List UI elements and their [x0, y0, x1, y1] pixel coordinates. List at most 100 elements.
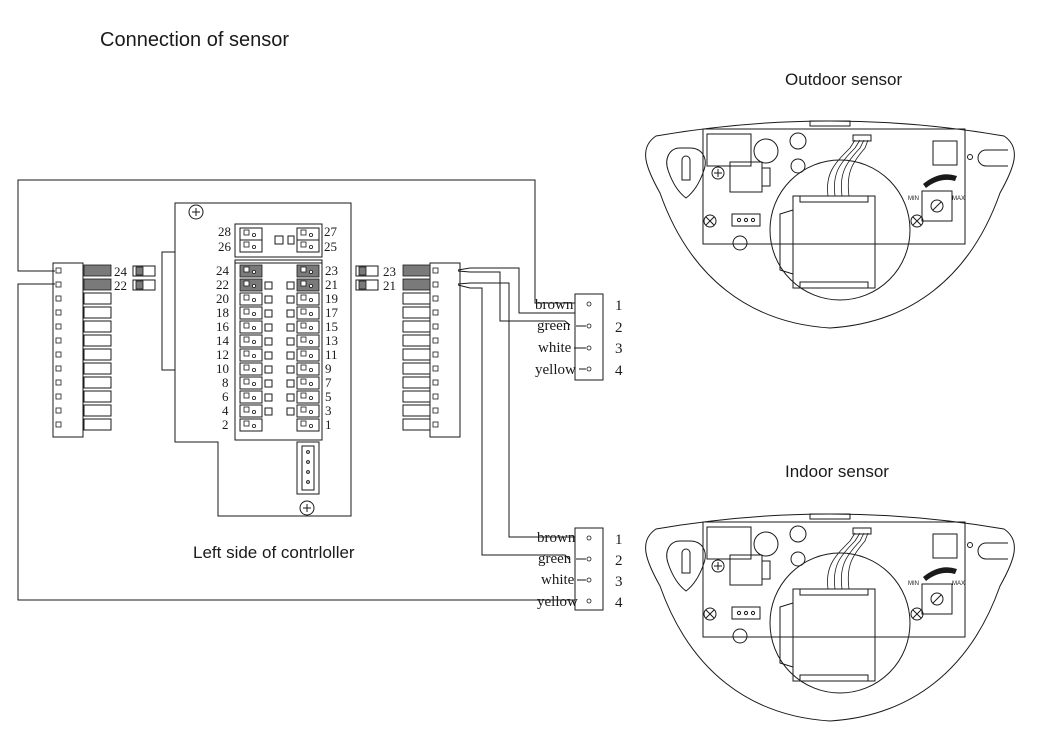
outdoor-wire-label-green: green: [537, 318, 571, 334]
indoor-terminal-3: [586, 577, 592, 583]
board-pin-right-contact: [308, 423, 313, 428]
left-terminal-slot: [83, 404, 112, 417]
board-pin-26: [239, 239, 263, 253]
left-terminal-screw: [55, 323, 62, 330]
board-pin-left: [239, 404, 263, 418]
left-terminal-slot: [83, 292, 112, 305]
board-pin-left: [239, 362, 263, 376]
board-pin-left-notch: [243, 322, 250, 329]
indoor-terminal-number-1: 1: [615, 532, 623, 548]
left-terminal-slot: [83, 306, 112, 319]
board-pin-left-contact: [251, 353, 256, 358]
board-pin-left-notch: [243, 364, 250, 371]
right-terminal-screw: [432, 379, 439, 386]
board-number-25: 25: [324, 239, 337, 254]
board-pin-right-contact: [308, 381, 313, 386]
right-terminal-slot: [402, 348, 431, 361]
board-mid-pad-right: [286, 379, 295, 388]
right-terminal-slot: [402, 376, 431, 389]
controller-caption: Left side of contrloller: [193, 543, 355, 562]
board-pin-left-contact: [251, 325, 256, 330]
board-pin-right-contact: [308, 367, 313, 372]
right-terminal-screw: [432, 309, 439, 316]
board-pin-right: [296, 278, 320, 292]
indoor-terminal-4: [586, 598, 592, 604]
board-pin-28-notch: [243, 229, 250, 236]
board-pin-left-notch: [243, 350, 250, 357]
right-terminal-screw: [432, 295, 439, 302]
left-connector-label-24: 24: [114, 264, 128, 279]
board-number-left: 14: [216, 333, 230, 348]
left-terminal-screw: [55, 407, 62, 414]
jumper-23-fill: [358, 266, 367, 276]
board-pin-left: [239, 278, 263, 292]
board-pin-right: [296, 390, 320, 404]
left-terminal-screw: [55, 337, 62, 344]
screw-bottom-cross: [303, 504, 311, 512]
board-pin-25-notch: [300, 241, 307, 248]
board-number-left: 20: [216, 291, 229, 306]
board-pin-right-notch: [300, 280, 307, 287]
right-terminal-screw: [432, 365, 439, 372]
left-terminal-screw: [55, 379, 62, 386]
board-mid-pad-left: [264, 407, 273, 416]
left-strip-body: [52, 262, 84, 438]
board-pin-left-contact: [251, 339, 256, 344]
board-center-pad-2: [287, 235, 295, 245]
outdoor-terminal-number-3: 3: [615, 341, 623, 357]
board-mid-pad-right: [286, 337, 295, 346]
board-pin-left-notch: [243, 266, 250, 273]
right-jumper-group: 23 21: [355, 264, 396, 293]
board-number-right: 5: [325, 389, 332, 404]
board-mid-pad-right: [286, 407, 295, 416]
left-terminal-screw: [55, 281, 62, 288]
board-pin-left-notch: [243, 392, 250, 399]
left-terminal-strip: [52, 262, 112, 438]
indoor-terminal-2: [586, 556, 592, 562]
outdoor-terminal-number-1: 1: [615, 298, 623, 314]
board-mid-pad-left: [264, 337, 273, 346]
board-pin-right: [296, 306, 320, 320]
wires: [17, 179, 579, 601]
board-mid-pad-left: [264, 309, 273, 318]
board-pin-right-notch: [300, 294, 307, 301]
outdoor-sensor-title: Outdoor sensor: [785, 70, 903, 89]
board-pin-left-contact: [251, 409, 256, 414]
left-terminal-screw: [55, 267, 62, 274]
right-terminal-slot: [402, 418, 431, 431]
right-terminal-slot: [402, 292, 431, 305]
wire-outdoor-brown: [17, 179, 579, 304]
board-pin-right-contact: [308, 339, 313, 344]
board-number-right: 21: [325, 277, 338, 292]
board-pin-right-contact: [308, 297, 313, 302]
indoor-wire-label-brown: brown: [537, 530, 576, 546]
board-pin-left-contact: [251, 395, 256, 400]
right-terminal-strip: [402, 262, 461, 438]
board-pin-27-notch: [300, 229, 307, 236]
board-pin-left: [239, 418, 263, 432]
indoor-terminal-block: brown green white yellow 1 2 3 4: [537, 527, 623, 611]
board-number-right: 1: [325, 417, 332, 432]
indoor-terminal-number-2: 2: [615, 553, 623, 569]
board-mid-pad-left: [264, 351, 273, 360]
left-terminal-screw: [55, 351, 62, 358]
board-mid-pad-left: [264, 295, 273, 304]
board-pin-left-notch: [243, 406, 250, 413]
board-pin-26-contact: [251, 244, 256, 249]
board-number-left: 4: [222, 403, 229, 418]
right-terminal-screw: [432, 337, 439, 344]
board-number-left: 2: [222, 417, 229, 432]
board-pin-left-contact: [251, 367, 256, 372]
indoor-min-label: MIN: [908, 581, 919, 587]
right-terminal-slot: [402, 404, 431, 417]
left-terminal-screw: [55, 365, 62, 372]
board-number-right: 9: [325, 361, 332, 376]
outdoor-sensor-body: [645, 120, 1015, 329]
board-pin-right: [296, 264, 320, 278]
jumper-21: [355, 279, 379, 291]
connector-pin-3: [306, 470, 310, 474]
board-mid-pad-right: [286, 309, 295, 318]
indoor-max-label: MAX: [952, 581, 965, 587]
outdoor-terminal-number-2: 2: [615, 320, 623, 336]
